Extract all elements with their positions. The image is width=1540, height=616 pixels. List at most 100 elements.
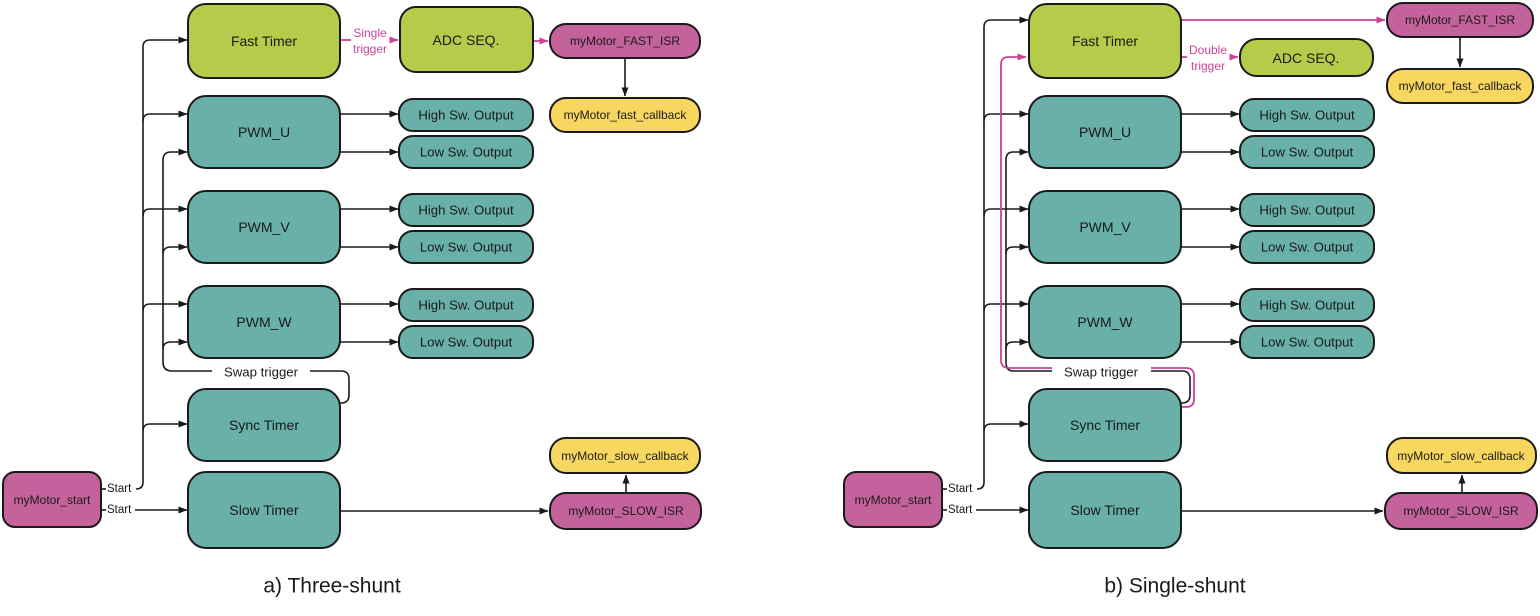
low-sw-u-label: Low Sw. Output <box>1261 145 1354 160</box>
connector-pwmv-bottom <box>162 243 188 255</box>
low-sw-v-label: Low Sw. Output <box>1261 240 1354 255</box>
connector-swap-trunk <box>162 148 188 372</box>
low-sw-w-label: Low Sw. Output <box>420 335 513 350</box>
caption-single-shunt: b) Single-shunt <box>1104 575 1245 598</box>
node-pwm-w: PWM_W <box>187 285 341 359</box>
node-pwm-u: PWM_U <box>1028 95 1182 169</box>
node-fast-callback: myMotor_fast_callback <box>1386 68 1534 104</box>
double-trigger-label-line2: trigger <box>1191 59 1225 73</box>
connector-start-trunk <box>976 16 1029 490</box>
caption-three-shunt: a) Three-shunt <box>263 575 401 598</box>
low-sw-u-label: Low Sw. Output <box>420 145 513 160</box>
fast-isr-label: myMotor_FAST_ISR <box>1405 13 1515 27</box>
diagram-three-shunt: Fast Timer ADC SEQ. myMotor_FAST_ISR myM… <box>2 3 702 598</box>
fast-timer-box <box>187 3 341 79</box>
node-sync-timer: Sync Timer <box>1028 388 1182 462</box>
motor-start-box <box>843 471 943 528</box>
pwm-v-box <box>1028 190 1182 264</box>
start-bottom-label: Start <box>107 504 132 516</box>
node-high-sw-u: High Sw. Output <box>398 98 534 132</box>
fast-isr-box <box>549 23 701 59</box>
pwm-w-box <box>1028 285 1182 359</box>
node-fast-timer: Fast Timer <box>1028 3 1182 79</box>
slow-timer-label: Slow Timer <box>229 502 299 518</box>
connector-pwmv-top <box>983 205 1029 217</box>
sync-timer-label: Sync Timer <box>1070 417 1140 433</box>
sync-timer-box <box>1028 388 1182 462</box>
slow-isr-box <box>549 492 702 530</box>
high-sw-v-box <box>1239 193 1375 227</box>
fast-timer-box <box>1028 3 1182 79</box>
node-high-sw-w: High Sw. Output <box>1239 288 1375 322</box>
fast-callback-box <box>1386 68 1534 104</box>
low-sw-w-label: Low Sw. Output <box>1261 335 1354 350</box>
slow-isr-label: myMotor_SLOW_ISR <box>568 504 684 518</box>
node-pwm-v: PWM_V <box>1028 190 1182 264</box>
adc-seq-box <box>399 6 534 73</box>
pwm-w-box <box>187 285 341 359</box>
swap-trigger-label: Swap trigger <box>224 365 299 380</box>
diagram-single-shunt: Fast Timer ADC SEQ. myMotor_FAST_ISR myM… <box>843 2 1538 598</box>
pwm-v-label: PWM_V <box>238 219 290 235</box>
connector-pwmv-bottom <box>1005 243 1029 255</box>
slow-callback-label: myMotor_slow_callback <box>1397 449 1525 463</box>
fast-timer-label: Fast Timer <box>1072 33 1138 49</box>
high-sw-u-box <box>1239 98 1375 132</box>
connector-sync-timer <box>142 420 188 432</box>
sync-timer-label: Sync Timer <box>229 417 299 433</box>
node-high-sw-v: High Sw. Output <box>398 193 534 227</box>
adc-seq-box <box>1239 38 1374 77</box>
sync-timer-box <box>187 388 341 462</box>
start-bottom-label: Start <box>948 504 973 516</box>
connector-swap-fast-timer <box>1000 53 1052 369</box>
node-motor-start: myMotor_start <box>843 471 943 528</box>
slow-timer-box <box>1028 471 1182 549</box>
low-sw-u-box <box>398 135 534 169</box>
pwm-v-label: PWM_V <box>1079 219 1131 235</box>
slow-callback-box <box>1386 437 1537 474</box>
pwm-w-label: PWM_W <box>236 314 292 330</box>
node-fast-timer: Fast Timer <box>187 3 341 79</box>
fast-isr-box <box>1386 2 1534 38</box>
connector-start-trunk <box>135 36 188 490</box>
node-low-sw-v: Low Sw. Output <box>398 230 534 264</box>
node-slow-timer: Slow Timer <box>187 471 341 549</box>
fast-callback-label: myMotor_fast_callback <box>1399 79 1523 93</box>
slow-timer-box <box>187 471 341 549</box>
low-sw-v-label: Low Sw. Output <box>420 240 513 255</box>
node-pwm-w: PWM_W <box>1028 285 1182 359</box>
connector-sync-timer <box>983 420 1029 432</box>
fast-timer-label: Fast Timer <box>231 33 297 49</box>
node-slow-callback: myMotor_slow_callback <box>1386 437 1537 474</box>
pwm-u-box <box>1028 95 1182 169</box>
single-trigger-label-line2: trigger <box>353 42 387 56</box>
motor-start-box <box>2 471 102 528</box>
node-slow-isr: myMotor_SLOW_ISR <box>1384 492 1538 530</box>
high-sw-v-label: High Sw. Output <box>418 203 514 218</box>
slow-isr-label: myMotor_SLOW_ISR <box>1403 504 1519 518</box>
fast-callback-label: myMotor_fast_callback <box>564 108 688 122</box>
node-high-sw-u: High Sw. Output <box>1239 98 1375 132</box>
node-high-sw-w: High Sw. Output <box>398 288 534 322</box>
motor-start-label: myMotor_start <box>855 493 932 507</box>
pwm-u-label: PWM_U <box>1079 124 1131 140</box>
high-sw-w-label: High Sw. Output <box>418 298 514 313</box>
high-sw-w-box <box>398 288 534 322</box>
high-sw-u-label: High Sw. Output <box>1259 108 1355 123</box>
node-pwm-v: PWM_V <box>187 190 341 264</box>
swap-pink-hook <box>1151 367 1195 408</box>
node-low-sw-v: Low Sw. Output <box>1239 230 1375 264</box>
node-low-sw-u: Low Sw. Output <box>1239 135 1375 169</box>
node-slow-isr: myMotor_SLOW_ISR <box>549 492 702 530</box>
node-slow-timer: Slow Timer <box>1028 471 1182 549</box>
double-trigger-label-line1: Double <box>1189 43 1227 57</box>
swap-line-hook <box>310 370 350 404</box>
low-sw-w-box <box>1239 325 1375 359</box>
swap-line-hook <box>1151 370 1191 404</box>
pwm-w-label: PWM_W <box>1077 314 1133 330</box>
low-sw-v-box <box>398 230 534 264</box>
slow-isr-box <box>1384 492 1538 530</box>
single-trigger-label-line1: Single <box>353 26 387 40</box>
node-fast-callback: myMotor_fast_callback <box>549 97 701 133</box>
